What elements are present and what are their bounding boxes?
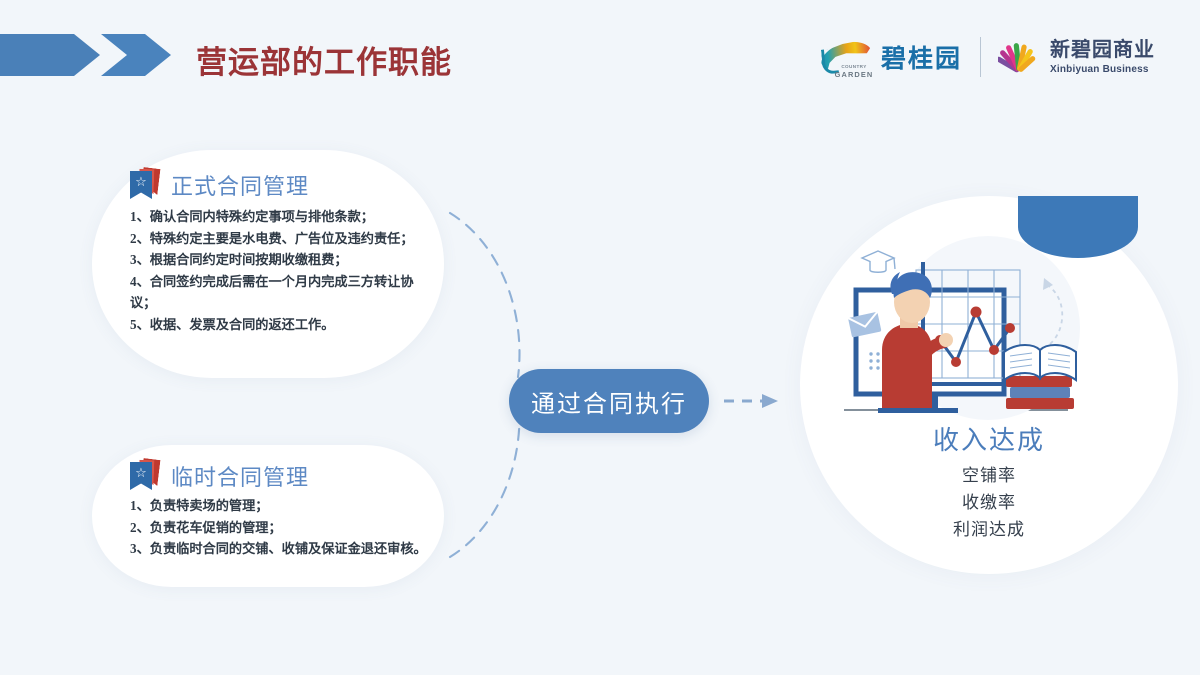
cg-en-top: COUNTRY bbox=[841, 64, 867, 69]
header-chevron bbox=[101, 34, 171, 76]
card2-line-2: 2、负责花车促销的管理； bbox=[130, 519, 282, 535]
bookmark-star-icon: ☆ bbox=[130, 459, 162, 492]
card1-body: 1、确认合同内特殊约定事项与排他条款； 2、特殊约定主要是水电费、广告位及违约责… bbox=[130, 206, 420, 335]
card1-title: 正式合同管理 bbox=[171, 173, 310, 199]
header-arrow-bar bbox=[0, 34, 100, 76]
card2-header: ☆ 临时合同管理 bbox=[130, 459, 309, 492]
country-garden-name: 碧桂园 bbox=[881, 46, 963, 73]
card1-line-1: 1、确认合同内特殊约定事项与排他条款； bbox=[130, 209, 374, 224]
blue-semicircle-decoration bbox=[1018, 196, 1138, 258]
presentation-illustration bbox=[844, 236, 1080, 420]
card1-line-5: 5、收据、发票及合同的返还工作。 bbox=[130, 316, 335, 332]
card2-line-3: 3、负责临时合同的交铺、收铺及保证金退还审核。 bbox=[130, 541, 427, 556]
logo-country-garden: COUNTRY GARDEN 碧桂园 bbox=[818, 37, 963, 79]
logo-divider bbox=[980, 37, 982, 77]
result-item-2: 收缴率 bbox=[962, 493, 1016, 512]
card2-body: 1、负责特卖场的管理； 2、负责花车促销的管理； 3、负责临时合同的交铺、收铺及… bbox=[130, 495, 430, 560]
card-formal-contract-management: ☆ 正式合同管理 1、确认合同内特殊约定事项与排他条款； 2、特殊约定主要是水电… bbox=[92, 150, 444, 378]
process-pill-contract-execution: 通过合同执行 bbox=[509, 369, 709, 433]
card2-line-1: 1、负责特卖场的管理； bbox=[130, 498, 269, 513]
result-title: 收入达成 bbox=[932, 426, 1045, 455]
logo-group: COUNTRY GARDEN 碧桂园 bbox=[818, 33, 1155, 81]
bookmark-star-icon: ☆ bbox=[130, 168, 162, 201]
card1-header: ☆ 正式合同管理 bbox=[130, 168, 309, 201]
country-garden-sub-en: COUNTRY GARDEN bbox=[834, 64, 874, 79]
logo-xinbiyuan: 新碧园商业 Xinbiyuan Business bbox=[996, 37, 1156, 77]
result-items: 空铺率 收缴率 利润达成 bbox=[800, 462, 1178, 543]
cg-en-bottom: GARDEN bbox=[834, 69, 874, 79]
country-garden-mark-icon: COUNTRY GARDEN bbox=[818, 37, 874, 79]
xinbiyuan-name: 新碧园商业 bbox=[1050, 38, 1156, 61]
card-temporary-contract-management: ☆ 临时合同管理 1、负责特卖场的管理； 2、负责花车促销的管理； 3、负责临时… bbox=[92, 445, 444, 587]
page-title: 营运部的工作职能 bbox=[196, 45, 452, 80]
card2-title: 临时合同管理 bbox=[171, 464, 310, 490]
card1-line-3: 3、根据合同约定时间按期收缴租费； bbox=[130, 252, 348, 267]
slide-header: 营运部的工作职能 COUNTRY GARDEN 碧桂园 bbox=[0, 0, 1200, 98]
result-item-1: 空铺率 bbox=[962, 466, 1016, 485]
card1-line-2: 2、特殊约定主要是水电费、广告位及违约责任； bbox=[130, 230, 414, 246]
arrow-right-icon bbox=[724, 394, 778, 408]
card1-line-4: 4、合同签约完成后需在一个月内完成三方转让协议； bbox=[130, 273, 414, 311]
result-item-3: 利润达成 bbox=[953, 520, 1025, 539]
xinbiyuan-sub-en: Xinbiyuan Business bbox=[1050, 63, 1149, 75]
pill-label: 通过合同执行 bbox=[531, 391, 687, 418]
xinbiyuan-fan-icon bbox=[996, 37, 1042, 77]
